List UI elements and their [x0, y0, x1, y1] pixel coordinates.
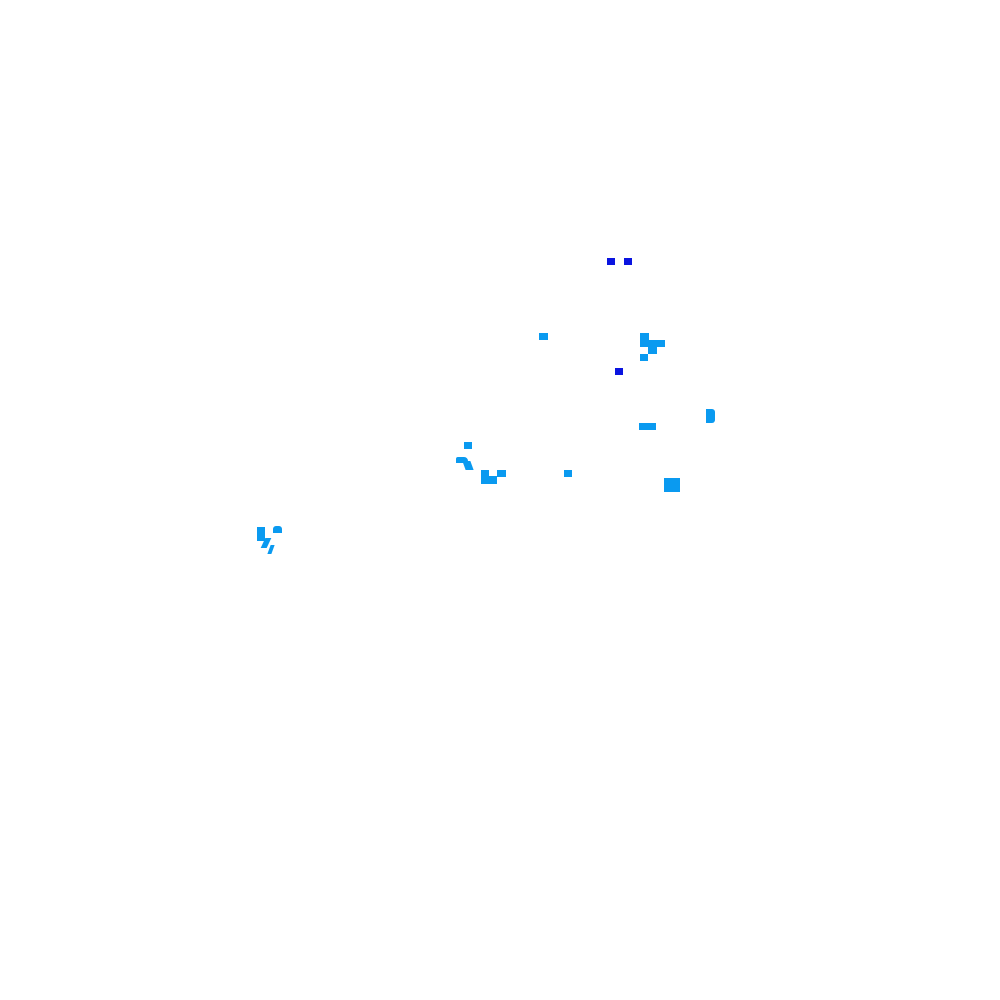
map-feature-light — [481, 470, 489, 484]
map-feature-light — [488, 476, 497, 484]
map-feature-light — [257, 527, 265, 541]
map-feature-light — [640, 333, 649, 347]
map-feature-light — [464, 442, 472, 449]
map-feature-dark — [624, 258, 632, 265]
map-feature-light — [456, 457, 468, 463]
map-feature-light — [564, 470, 572, 477]
map-feature-light — [639, 423, 656, 430]
map-feature-light — [267, 545, 275, 554]
map-feature-light — [539, 333, 548, 340]
map-feature-light — [648, 340, 665, 347]
map-feature-light — [648, 346, 657, 354]
map-feature-light — [640, 354, 648, 361]
map-feature-light — [706, 409, 715, 423]
map-feature-light — [273, 526, 282, 533]
map-feature-dark — [615, 368, 623, 375]
map-feature-light — [497, 470, 506, 477]
map-feature-light — [462, 461, 474, 470]
map-feature-dark — [607, 258, 615, 265]
map-feature-light — [664, 478, 680, 492]
